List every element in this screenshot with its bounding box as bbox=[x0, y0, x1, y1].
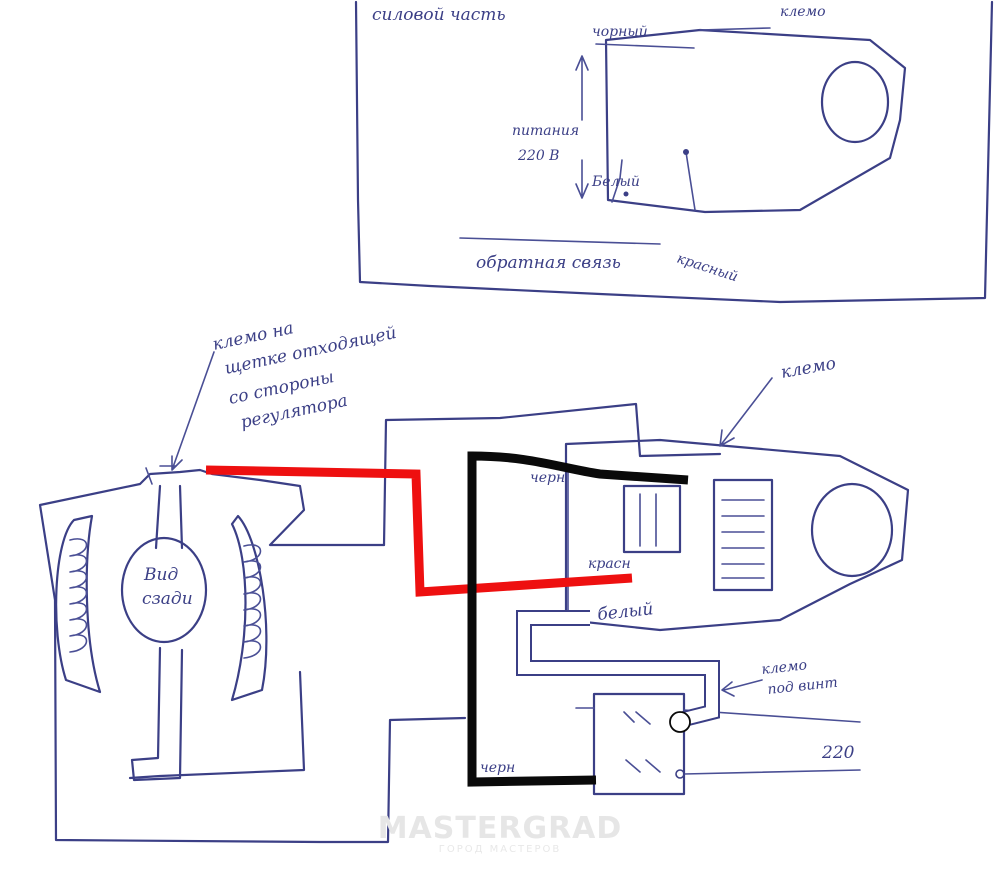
regulator-component-a bbox=[622, 484, 682, 554]
black-wire bbox=[467, 451, 689, 787]
top-power-block-hole bbox=[820, 60, 890, 144]
top-connector-dot bbox=[683, 149, 689, 155]
screw-terminal-label-line2: под винт bbox=[767, 675, 839, 698]
top-panel: силовой часть клемо чорный питания 220 В… bbox=[354, 0, 994, 304]
bottom-panel: Вид сзади клемо на ще bbox=[38, 318, 910, 844]
regulator-heatsink-fins bbox=[721, 499, 765, 579]
switch-body bbox=[592, 692, 686, 796]
top-black-label: чорный bbox=[592, 24, 648, 40]
watermark-tagline: ГОРОД МАСТЕРОВ bbox=[439, 844, 562, 855]
top-connector-lead bbox=[685, 151, 696, 211]
regulator-component-a-ribs bbox=[639, 493, 657, 547]
regulator-terminal-arrow bbox=[719, 377, 773, 447]
field-coil-right-winding bbox=[243, 544, 262, 659]
feedback-underline bbox=[459, 237, 661, 245]
regulator-hole bbox=[810, 482, 894, 578]
top-power-block bbox=[604, 28, 907, 214]
white-wire bbox=[518, 612, 718, 726]
top-terminal-label: клемо bbox=[780, 4, 826, 20]
top-white-label: Белый bbox=[591, 174, 640, 190]
voltage-label: 220 bbox=[821, 743, 855, 763]
rear-view-label-line2: сзади bbox=[142, 589, 193, 609]
screw-terminal bbox=[669, 711, 691, 733]
red-lead-label: красн bbox=[588, 556, 631, 572]
field-coil-left bbox=[55, 514, 102, 694]
screw-terminal-arrow bbox=[721, 679, 763, 697]
black-bottom-label: черн bbox=[480, 760, 515, 776]
supply-arrow-down bbox=[575, 159, 589, 199]
top-panel-border bbox=[354, 0, 994, 304]
regulator-terminal-label: клемо bbox=[779, 354, 837, 383]
supply-label-line2: 220 В bbox=[517, 148, 559, 164]
regulator-block bbox=[564, 438, 910, 632]
watermark-brand: MASTERGRAD bbox=[378, 811, 623, 846]
top-red-label: красный bbox=[675, 251, 740, 286]
supply-label-line1: питания bbox=[512, 123, 579, 139]
top-terminal-lead bbox=[699, 27, 771, 31]
regulator-heatsink bbox=[712, 478, 774, 592]
armature-rear-view bbox=[120, 536, 208, 644]
field-coil-left-winding bbox=[69, 538, 88, 653]
feedback-label: обратная связь bbox=[476, 253, 621, 273]
red-wire bbox=[205, 465, 633, 597]
black-lead-label: черн bbox=[530, 470, 565, 486]
white-lead-label: белый bbox=[596, 599, 654, 625]
switch-contacts bbox=[623, 711, 661, 773]
screw-terminal-label-line1: клемо bbox=[761, 657, 808, 678]
top-white-dot bbox=[623, 191, 629, 197]
brush-terminal-arrow bbox=[171, 351, 215, 471]
power-part-label: силовой часть bbox=[372, 5, 506, 25]
watermark: MASTERGRAD ГОРОД МАСТЕРОВ bbox=[378, 811, 623, 855]
field-coil-right bbox=[230, 514, 268, 702]
rear-view-label-line1: Вид bbox=[143, 565, 178, 585]
top-white-lead bbox=[611, 159, 623, 203]
brush-bottom-post bbox=[130, 646, 184, 782]
top-black-lead bbox=[595, 43, 695, 49]
supply-arrow-up bbox=[575, 55, 589, 121]
switch-bottom-terminal bbox=[675, 769, 685, 779]
feedback-lead bbox=[382, 402, 722, 547]
switch-bottom-lead bbox=[683, 769, 861, 775]
